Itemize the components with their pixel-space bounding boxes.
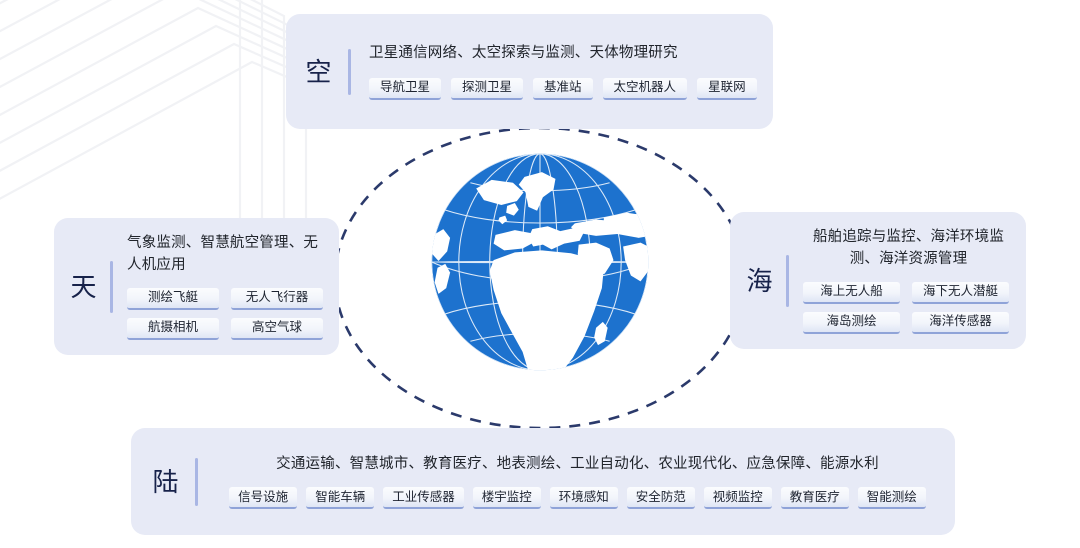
panel-land[interactable]: 陆 交通运输、智慧城市、教育医疗、地表测绘、工业自动化、农业现代化、应急保障、能… — [131, 428, 955, 535]
panel-land-body: 交通运输、智慧城市、教育医疗、地表测绘、工业自动化、农业现代化、应急保障、能源水… — [214, 454, 941, 509]
tag-chip[interactable]: 智能车辆 — [306, 487, 375, 509]
tag-chip[interactable]: 智能测绘 — [857, 487, 926, 509]
panel-sea[interactable]: 海 船舶追踪与监控、海洋环境监测、海洋资源管理 海上无人船 海下无人潜艇 海岛测… — [730, 212, 1026, 349]
panel-land-tag-list: 信号设施 智能车辆 工业传感器 楼宇监控 环境感知 安全防范 视频监控 教育医疗… — [214, 487, 941, 509]
panel-land-divider — [195, 457, 198, 506]
tag-chip[interactable]: 高空气球 — [231, 317, 323, 340]
panel-sky-tag-list: 导航卫星 探测卫星 基准站 太空机器人 星联网 — [369, 77, 759, 100]
panel-sea-divider — [786, 254, 789, 307]
tag-chip[interactable]: 教育医疗 — [780, 487, 849, 509]
panel-air[interactable]: 天 气象监测、智慧航空管理、无人机应用 测绘飞艇 无人飞行器 航摄相机 高空气球 — [54, 218, 339, 355]
tag-chip[interactable]: 海岛测绘 — [803, 311, 900, 334]
panel-land-key: 陆 — [152, 466, 180, 497]
tag-chip[interactable]: 环境感知 — [549, 487, 618, 509]
panel-sky-divider — [348, 48, 351, 95]
panel-land-description: 交通运输、智慧城市、教育医疗、地表测绘、工业自动化、农业现代化、应急保障、能源水… — [276, 455, 879, 472]
tag-chip[interactable]: 海洋传感器 — [912, 311, 1009, 334]
tag-chip[interactable]: 基准站 — [533, 77, 593, 100]
tag-chip[interactable]: 视频监控 — [703, 487, 772, 509]
panel-air-divider — [110, 260, 113, 313]
panel-sea-description: 船舶追踪与监控、海洋环境监测、海洋资源管理 — [812, 229, 1005, 267]
panel-sea-key: 海 — [746, 265, 774, 296]
tag-chip[interactable]: 航摄相机 — [127, 317, 219, 340]
panel-air-tag-list: 测绘飞艇 无人飞行器 航摄相机 高空气球 — [127, 287, 323, 340]
tag-chip[interactable]: 探测卫星 — [451, 77, 524, 100]
panel-sky-body: 卫星通信网络、太空探索与监测、天体物理研究 导航卫星 探测卫星 基准站 太空机器… — [369, 43, 759, 100]
panel-sky-description: 卫星通信网络、太空探索与监测、天体物理研究 — [369, 45, 678, 62]
panel-sky-key: 空 — [305, 56, 333, 87]
panel-sea-tag-list: 海上无人船 海下无人潜艇 海岛测绘 海洋传感器 — [803, 281, 1009, 334]
globe-icon — [431, 153, 649, 371]
panel-air-body: 气象监测、智慧航空管理、无人机应用 测绘飞艇 无人飞行器 航摄相机 高空气球 — [127, 233, 327, 340]
panel-sky[interactable]: 空 卫星通信网络、太空探索与监测、天体物理研究 导航卫星 探测卫星 基准站 太空… — [286, 14, 773, 129]
panel-air-description: 气象监测、智慧航空管理、无人机应用 — [127, 235, 319, 273]
panel-air-key: 天 — [70, 271, 98, 302]
tag-chip[interactable]: 星联网 — [697, 77, 757, 100]
tag-chip[interactable]: 无人飞行器 — [231, 287, 323, 310]
tag-chip[interactable]: 楼宇监控 — [472, 487, 541, 509]
tag-chip[interactable]: 海上无人船 — [803, 281, 900, 304]
tag-chip[interactable]: 安全防范 — [626, 487, 695, 509]
tag-chip[interactable]: 导航卫星 — [369, 77, 442, 100]
panel-sea-body: 船舶追踪与监控、海洋环境监测、海洋资源管理 海上无人船 海下无人潜艇 海岛测绘 … — [803, 227, 1014, 334]
tag-chip[interactable]: 信号设施 — [229, 487, 298, 509]
tag-chip[interactable]: 工业传感器 — [383, 487, 464, 509]
tag-chip[interactable]: 海下无人潜艇 — [912, 281, 1009, 304]
tag-chip[interactable]: 测绘飞艇 — [127, 287, 219, 310]
tag-chip[interactable]: 太空机器人 — [602, 77, 688, 100]
